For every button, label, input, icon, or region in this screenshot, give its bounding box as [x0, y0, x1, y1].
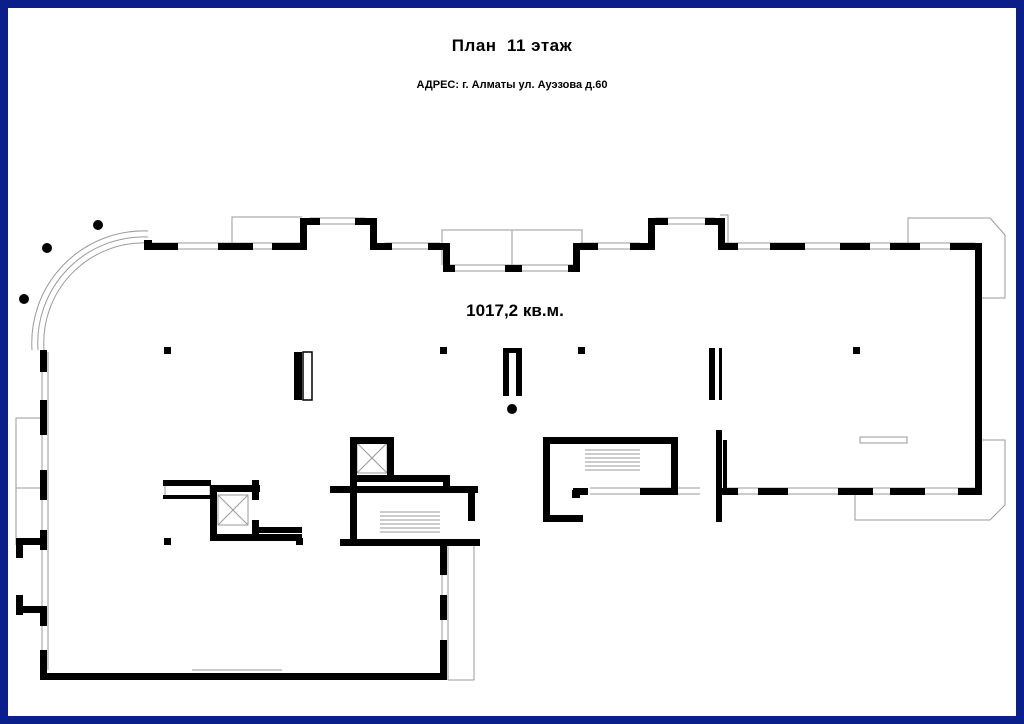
window-glazing	[15, 214, 1006, 681]
plan-title: План 11 этаж	[451, 36, 573, 55]
plan-address: АДРЕС: г. Алматы ул. Ауэзова д.60	[416, 79, 608, 91]
floor-area-label: 1017,2 кв.м.	[466, 301, 564, 320]
pylon-voids	[302, 351, 516, 401]
structural-walls	[16, 218, 982, 680]
